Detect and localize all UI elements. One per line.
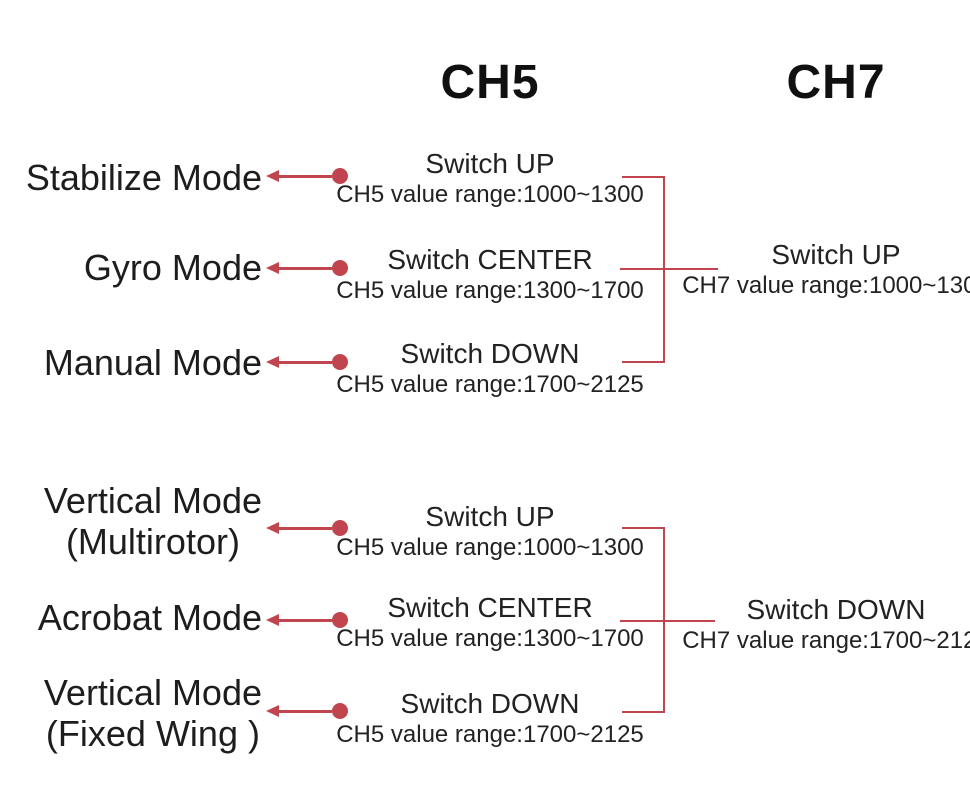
arrowhead-left-icon bbox=[266, 522, 279, 534]
switch-block-ch7: Switch DOWN CH7 value range:1700~2125 bbox=[666, 594, 970, 656]
arrow-shaft bbox=[279, 709, 332, 713]
connector-dot-icon bbox=[332, 260, 348, 276]
switch-position-label: Switch CENTER bbox=[387, 244, 593, 275]
mode-arrow bbox=[266, 703, 348, 719]
value-range-label: CH5 value range:1700~2125 bbox=[336, 721, 644, 748]
mode-arrow bbox=[266, 354, 348, 370]
bracket-stub-top bbox=[622, 527, 665, 529]
bracket-vertical-line bbox=[663, 527, 665, 713]
arrowhead-left-icon bbox=[266, 705, 279, 717]
value-range-label: CH5 value range:1300~1700 bbox=[336, 277, 644, 304]
mode-label-subline: (Fixed Wing ) bbox=[45, 713, 260, 754]
mode-label-subline: (Multirotor) bbox=[65, 521, 240, 562]
value-range-label: CH5 value range:1000~1300 bbox=[336, 181, 644, 208]
mode-label-acrobat: Acrobat Mode bbox=[38, 597, 262, 638]
switch-position-label: Switch DOWN bbox=[746, 594, 926, 625]
mode-label-manual: Manual Mode bbox=[44, 342, 262, 383]
mode-label-gyro: Gyro Mode bbox=[84, 247, 262, 288]
switch-block-ch5: Switch UP CH5 value range:1000~1300 bbox=[330, 501, 650, 563]
arrowhead-left-icon bbox=[266, 356, 279, 368]
mode-label-line: Vertical Mode bbox=[43, 480, 262, 521]
mode-label-vertical-fixed-wing: Vertical Mode (Fixed Wing ) bbox=[44, 672, 262, 754]
value-range-label: CH5 value range:1700~2125 bbox=[336, 371, 644, 398]
value-range-label: CH7 value range:1700~2125 bbox=[682, 627, 970, 654]
connector-dot-icon bbox=[332, 612, 348, 628]
mode-arrow bbox=[266, 612, 348, 628]
mode-label-stabilize: Stabilize Mode bbox=[26, 157, 262, 198]
connector-dot-icon bbox=[332, 520, 348, 536]
mode-label-line: Manual Mode bbox=[43, 342, 262, 383]
mode-arrow bbox=[266, 520, 348, 536]
bracket-stub-bottom bbox=[622, 361, 665, 363]
switch-block-ch5: Switch UP CH5 value range:1000~1300 bbox=[330, 148, 650, 210]
column-header-ch5: CH5 bbox=[440, 56, 540, 109]
arrowhead-left-icon bbox=[266, 262, 279, 274]
value-range-label: CH5 value range:1300~1700 bbox=[336, 625, 644, 652]
switch-position-label: Switch CENTER bbox=[387, 592, 593, 623]
switch-position-label: Switch DOWN bbox=[400, 688, 580, 719]
arrow-shaft bbox=[279, 526, 332, 530]
connector-dot-icon bbox=[332, 354, 348, 370]
mode-label-line: Vertical Mode bbox=[43, 672, 262, 713]
switch-block-ch7: Switch UP CH7 value range:1000~1300 bbox=[666, 239, 970, 301]
mode-label-vertical-multirotor: Vertical Mode (Multirotor) bbox=[44, 480, 262, 562]
switch-position-label: Switch UP bbox=[425, 501, 555, 532]
switch-position-label: Switch DOWN bbox=[400, 338, 580, 369]
arrow-shaft bbox=[279, 266, 332, 270]
mode-label-line: Gyro Mode bbox=[83, 247, 262, 288]
switch-block-ch5: Switch DOWN CH5 value range:1700~2125 bbox=[330, 688, 650, 750]
bracket-stub-middle bbox=[620, 268, 718, 270]
column-header-ch7: CH7 bbox=[786, 56, 886, 109]
bracket-stub-top bbox=[622, 176, 665, 178]
mode-label-line: Stabilize Mode bbox=[25, 157, 262, 198]
arrow-shaft bbox=[279, 174, 332, 178]
arrowhead-left-icon bbox=[266, 614, 279, 626]
arrowhead-left-icon bbox=[266, 170, 279, 182]
switch-block-ch5: Switch CENTER CH5 value range:1300~1700 bbox=[330, 244, 650, 306]
switch-position-label: Switch UP bbox=[771, 239, 901, 270]
mode-arrow bbox=[266, 260, 348, 276]
value-range-label: CH7 value range:1000~1300 bbox=[682, 272, 970, 299]
bracket-stub-middle bbox=[620, 620, 715, 622]
mode-label-line: Acrobat Mode bbox=[37, 597, 262, 638]
value-range-label: CH5 value range:1000~1300 bbox=[336, 534, 644, 561]
bracket-stub-bottom bbox=[622, 711, 665, 713]
switch-position-label: Switch UP bbox=[425, 148, 555, 179]
arrow-shaft bbox=[279, 618, 332, 622]
connector-dot-icon bbox=[332, 168, 348, 184]
arrow-shaft bbox=[279, 360, 332, 364]
connector-dot-icon bbox=[332, 703, 348, 719]
bracket-vertical-line bbox=[663, 176, 665, 363]
switch-block-ch5: Switch CENTER CH5 value range:1300~1700 bbox=[330, 592, 650, 654]
switch-block-ch5: Switch DOWN CH5 value range:1700~2125 bbox=[330, 338, 650, 400]
mode-arrow bbox=[266, 168, 348, 184]
